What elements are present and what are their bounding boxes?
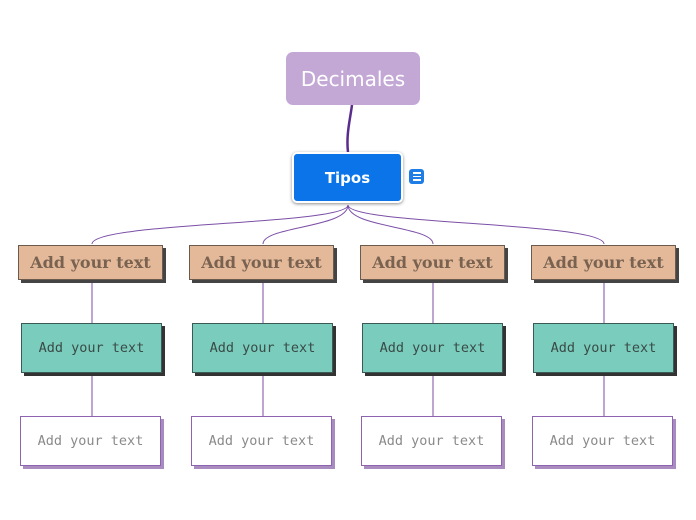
subtopic-level3[interactable]: Add your text [191, 416, 332, 466]
subtopic-level2[interactable]: Add your text [21, 323, 162, 373]
note-icon[interactable] [409, 169, 424, 184]
subtopic-level3[interactable]: Add your text [20, 416, 161, 466]
connector-main-col4 [347, 204, 605, 245]
subtopic-level1[interactable]: Add your text [531, 245, 676, 280]
main-topic[interactable]: Tipos [292, 152, 403, 203]
root-topic[interactable]: Decimales [286, 52, 420, 105]
subtopic-level1[interactable]: Add your text [360, 245, 505, 280]
subtopic-level1[interactable]: Add your text [189, 245, 334, 280]
subtopic-level2[interactable]: Add your text [192, 323, 333, 373]
connector-main-col1 [91, 204, 349, 245]
connector-main-col2 [262, 204, 349, 245]
connector-main-col3 [347, 204, 434, 245]
subtopic-level2[interactable]: Add your text [362, 323, 503, 373]
subtopic-level3[interactable]: Add your text [361, 416, 502, 466]
subtopic-level2[interactable]: Add your text [533, 323, 674, 373]
subtopic-level1[interactable]: Add your text [18, 245, 163, 280]
subtopic-level3[interactable]: Add your text [532, 416, 673, 466]
connector-root-main [346, 104, 354, 153]
